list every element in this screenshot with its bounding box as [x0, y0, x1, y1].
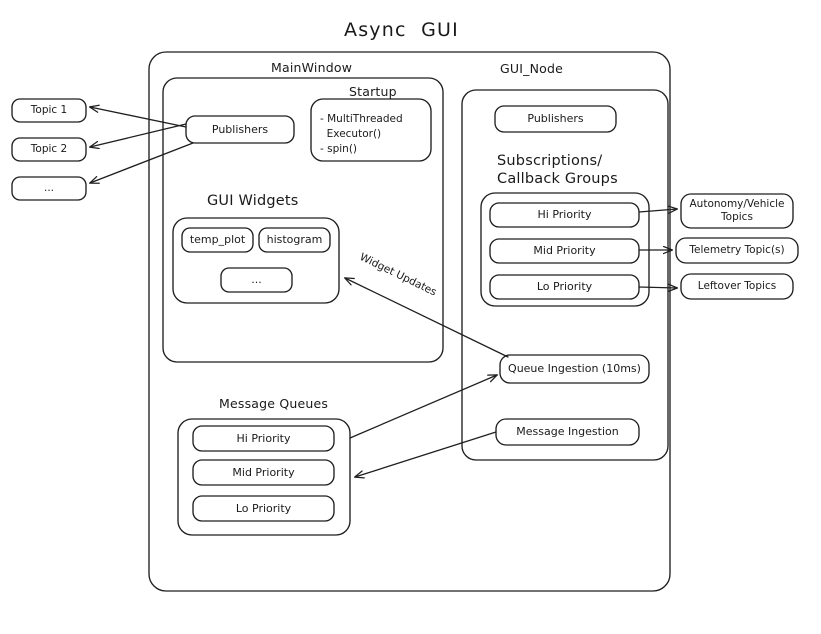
arrow-hi-priority-to-autonomy: [638, 209, 677, 212]
widget-ellipsis-label[interactable]: ...: [251, 273, 262, 287]
message-ingestion-label[interactable]: Message Ingestion: [516, 425, 619, 439]
sub-mid-label[interactable]: Mid Priority: [533, 244, 596, 258]
main-publishers-label[interactable]: Publishers: [211, 122, 269, 136]
queue-ingestion-label[interactable]: Queue Ingestion (10ms): [508, 362, 641, 376]
widget-updates-edge-label: Widget Updates: [357, 251, 439, 299]
subscriptions-title: Subscriptions/ Callback Groups: [497, 153, 618, 188]
main-window-title: MainWindow: [271, 60, 353, 75]
gui-widgets-title: GUI Widgets: [207, 193, 299, 209]
queue-mid-label[interactable]: Mid Priority: [232, 465, 295, 479]
widget-histogram-label[interactable]: histogram: [266, 233, 323, 247]
leftover-topics-label[interactable]: Leftover Topics: [697, 279, 777, 292]
gui-node-title: GUI_Node: [500, 61, 563, 76]
arrow-message-ingestion-to-queues: [355, 431, 497, 477]
arrow-lo-priority-to-leftover: [638, 287, 677, 288]
sub-hi-label[interactable]: Hi Priority: [537, 208, 592, 222]
node-publishers-label[interactable]: Publishers: [527, 112, 584, 126]
topic-ellipsis-label[interactable]: ...: [43, 181, 54, 194]
topic-1-label[interactable]: Topic 1: [30, 103, 68, 116]
arrow-publishers-to-topic1: [90, 107, 187, 128]
arrow-publishers-to-topic2: [90, 123, 187, 147]
sub-lo-label[interactable]: Lo Priority: [536, 280, 593, 294]
page-title: Async GUI: [344, 19, 459, 41]
startup-title: Startup: [349, 84, 397, 99]
arrow-publishers-to-topic-ellipsis: [90, 142, 194, 183]
startup-items: - MultiThreaded Executor() - spin(): [320, 113, 403, 156]
queue-hi-label[interactable]: Hi Priority: [236, 431, 291, 445]
queue-lo-label[interactable]: Lo Priority: [235, 501, 292, 515]
message-queues-title: Message Queues: [219, 396, 329, 411]
telemetry-topics-label[interactable]: Telemetry Topic(s): [689, 243, 785, 256]
autonomy-vehicle-topics-label[interactable]: Autonomy/Vehicle Topics: [689, 197, 785, 223]
topic-2-label[interactable]: Topic 2: [30, 142, 68, 155]
widget-temp-plot-label[interactable]: temp_plot: [189, 233, 246, 247]
arrow-queues-to-queue-ingestion: [349, 375, 497, 439]
